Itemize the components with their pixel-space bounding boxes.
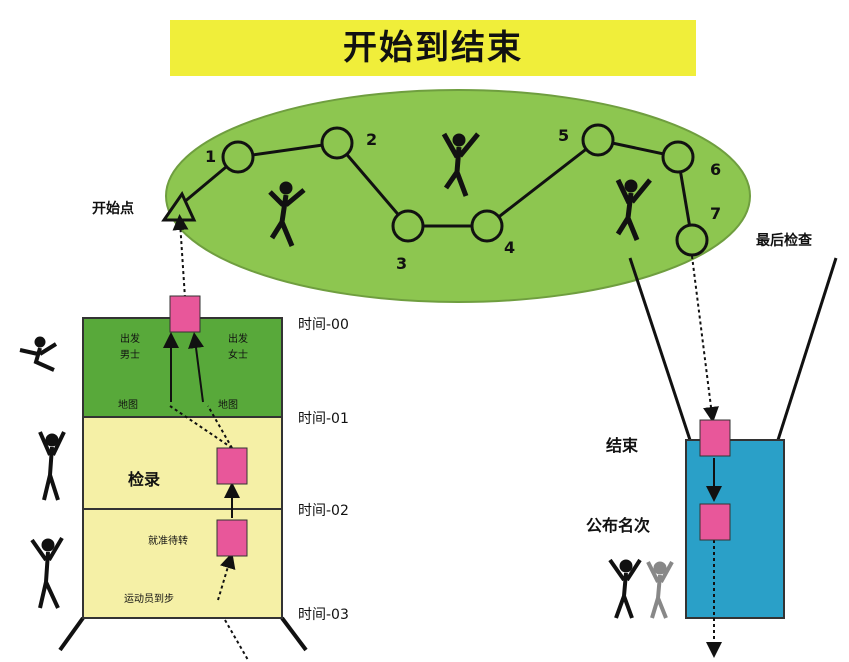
runner-figure-icon — [30, 536, 64, 609]
runner-figure-icon — [615, 178, 652, 241]
path-to-finish — [691, 255, 719, 423]
start-marker — [169, 295, 201, 333]
prep-zone — [82, 508, 283, 619]
results-label: 公布名次 — [586, 516, 651, 535]
path-dotted — [224, 619, 249, 661]
map-label: 地图 — [218, 400, 238, 411]
finish-funnel-right — [776, 257, 838, 441]
control-circle-7 — [675, 223, 709, 257]
control-circle-2 — [320, 126, 354, 160]
start-women-label: 出发 — [228, 334, 248, 345]
start-men-label: 出发 — [120, 334, 140, 345]
checkpoint-number: 3 — [396, 254, 408, 273]
title-banner: 开始到结束 — [170, 20, 696, 76]
path-dotted — [217, 552, 236, 601]
control-circle-6 — [661, 140, 695, 174]
path-arrow — [188, 332, 204, 403]
time-label: 时间-02 — [298, 503, 349, 519]
checkpoint-number: 2 — [366, 130, 378, 149]
runner-figure-icon — [268, 181, 306, 247]
start-structure-leg — [280, 616, 308, 652]
control-circle-4 — [470, 209, 504, 243]
start-men-label: 男士 — [120, 350, 140, 361]
start-women-label: 女士 — [228, 350, 248, 361]
map-label: 地图 — [118, 400, 138, 411]
runner-figure-icon — [19, 336, 58, 372]
runner-figure-icon — [441, 132, 480, 197]
prep-label: 就准待转 — [148, 536, 188, 547]
prep-marker — [216, 519, 248, 557]
time-label: 时间-01 — [298, 411, 349, 427]
finish-label: 结束 — [606, 436, 639, 455]
runner-figure-icon — [38, 431, 66, 501]
start-point-label: 开始点 — [92, 201, 134, 217]
final-check-label: 最后检查 — [756, 233, 812, 249]
page-title: 开始到结束 — [343, 28, 523, 68]
checkpoint-number: 4 — [504, 238, 516, 257]
time-label: 时间-03 — [298, 607, 349, 623]
control-circle-5 — [581, 123, 615, 157]
checkpoint-number: 6 — [710, 160, 722, 179]
checkin-marker — [216, 447, 248, 485]
start-structure-leg — [58, 616, 85, 652]
path-dotted — [207, 405, 233, 449]
time-label: 时间-00 — [298, 317, 349, 333]
checkpoint-number: 5 — [558, 126, 570, 145]
start-zone — [82, 317, 283, 418]
checkpoint-number: 7 — [710, 204, 722, 223]
finish-funnel-left — [628, 257, 692, 441]
checkin-zone — [82, 416, 283, 510]
control-circle-3 — [391, 209, 425, 243]
results-marker — [699, 503, 731, 541]
path-to-start — [172, 214, 189, 299]
path-dotted — [169, 405, 233, 449]
runner-figure-icon — [646, 561, 674, 619]
runner-figure-icon — [608, 558, 642, 619]
warmup-label: 运动员到步 — [124, 594, 174, 605]
checkin-label: 检录 — [128, 470, 161, 489]
course-area — [165, 89, 751, 303]
finish-marker — [699, 419, 731, 457]
control-circle-1 — [221, 140, 255, 174]
checkpoint-number: 1 — [205, 147, 217, 166]
